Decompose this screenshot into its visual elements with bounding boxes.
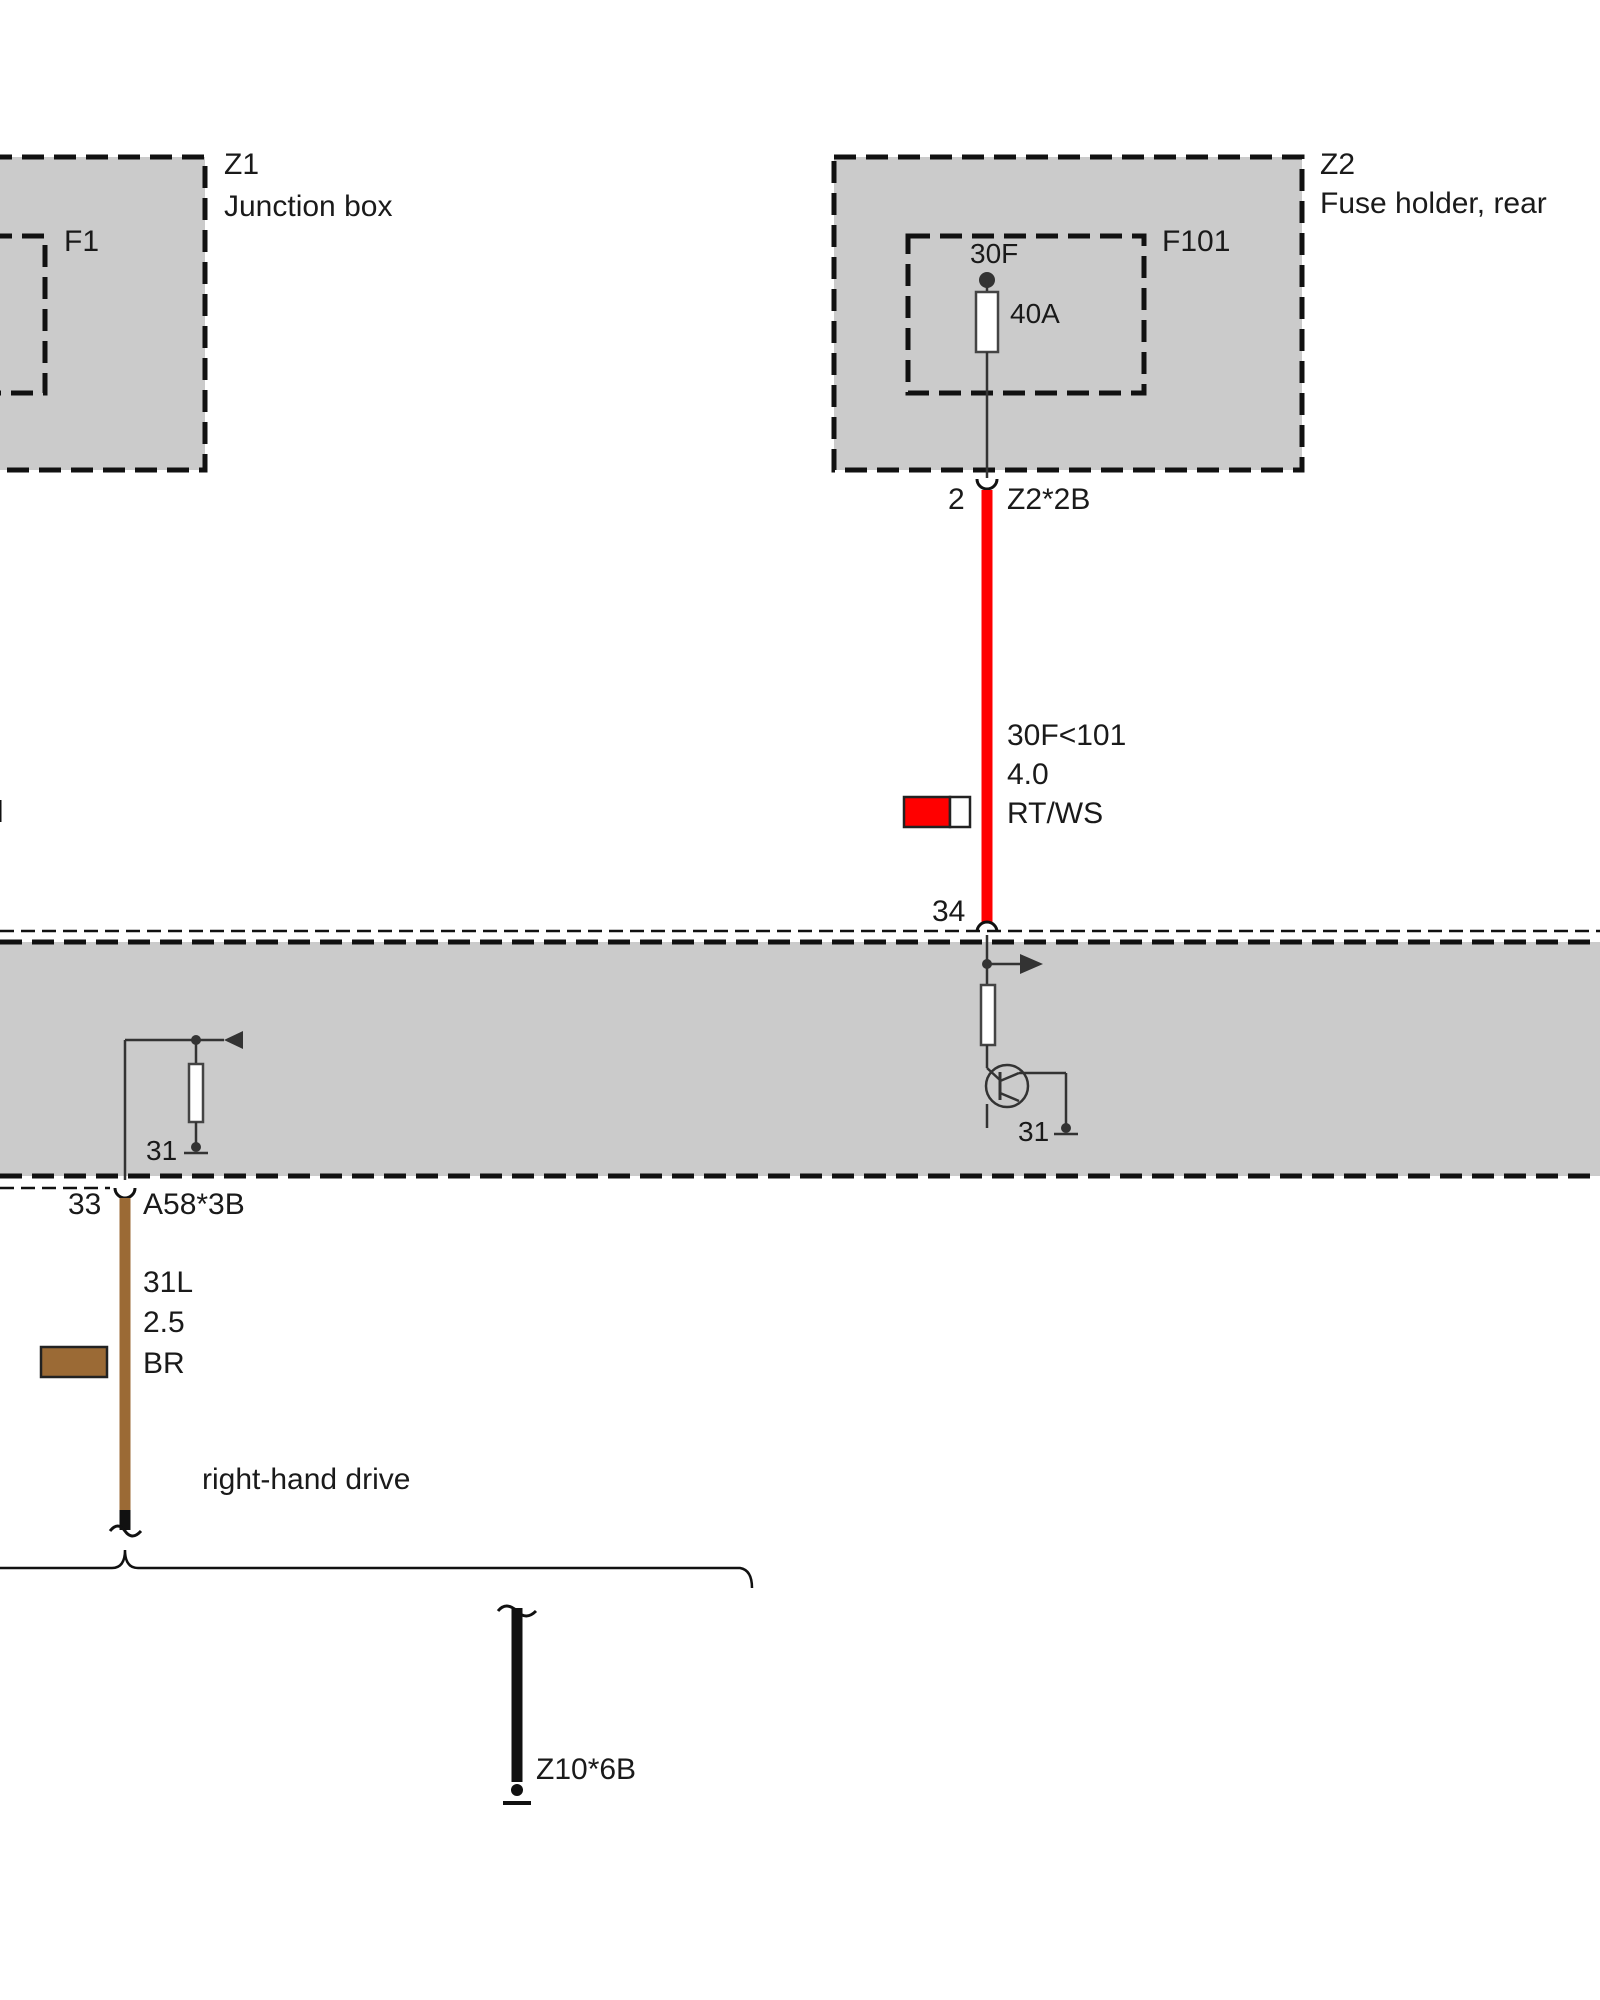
connector-z2-2b-symbol xyxy=(975,478,999,491)
input-resistor-symbol xyxy=(187,1062,205,1124)
wire-brown-gauge: 2.5 xyxy=(143,1306,185,1339)
fuse-f1-label: F1 xyxy=(64,225,99,258)
variant-brace xyxy=(0,1549,754,1589)
wire-break-symbol xyxy=(108,1524,143,1538)
fuse-f1-box xyxy=(0,233,48,396)
connector-z2-2b-pin: 2 xyxy=(948,483,965,516)
connector-pin-34: 34 xyxy=(932,895,965,928)
control-module-a58: 31 31 xyxy=(0,929,1600,1190)
connector-a58-3b-symbol xyxy=(113,1187,137,1200)
connector-34-symbol xyxy=(975,920,999,933)
fuse-f101-label: F101 xyxy=(1162,225,1230,258)
ground-label-right: 31 xyxy=(1018,1116,1049,1147)
fuse-40a-symbol xyxy=(974,290,1000,354)
junction-box-z1: Z1 Junction box F1 xyxy=(0,148,392,473)
z2-name-label: Fuse holder, rear xyxy=(1320,187,1547,220)
wire-red-signal: 30F<101 xyxy=(1007,719,1126,752)
wire-red-gauge: 4.0 xyxy=(1007,758,1049,791)
pullup-resistor-symbol xyxy=(979,983,997,1047)
connector-a58-3b-label: A58*3B xyxy=(143,1188,245,1221)
wire-color-swatch-rt-ws xyxy=(902,795,972,829)
connector-z10-6b-label: Z10*6B xyxy=(536,1753,636,1786)
z1-name-label: Junction box xyxy=(224,190,392,223)
connector-a58-3b-pin: 33 xyxy=(68,1188,101,1221)
fuse-holder-z2: Z2 Fuse holder, rear F101 30F 40A xyxy=(831,148,1547,478)
variant-label: right-hand drive xyxy=(202,1463,410,1496)
fuse-rating-label: 40A xyxy=(1010,298,1060,329)
output-arrow-icon xyxy=(1020,954,1043,974)
z1-id-label: Z1 xyxy=(224,148,259,181)
fuse-f101-box xyxy=(905,233,1147,396)
z2-id-label: Z2 xyxy=(1320,148,1355,181)
connector-z2-2b-label: Z2*2B xyxy=(1007,483,1090,516)
wire-brown-signal: 31L xyxy=(143,1266,193,1299)
wire-red-color-code: RT/WS xyxy=(1007,797,1103,830)
input-arrow-icon xyxy=(224,1031,243,1049)
ground-label-left: 31 xyxy=(146,1135,177,1166)
transistor-symbol xyxy=(984,1063,1066,1128)
fuse-terminal-label: 30F xyxy=(970,238,1018,269)
wire-brown-color-code: BR xyxy=(143,1347,185,1380)
wire-color-swatch-br xyxy=(39,1345,109,1379)
